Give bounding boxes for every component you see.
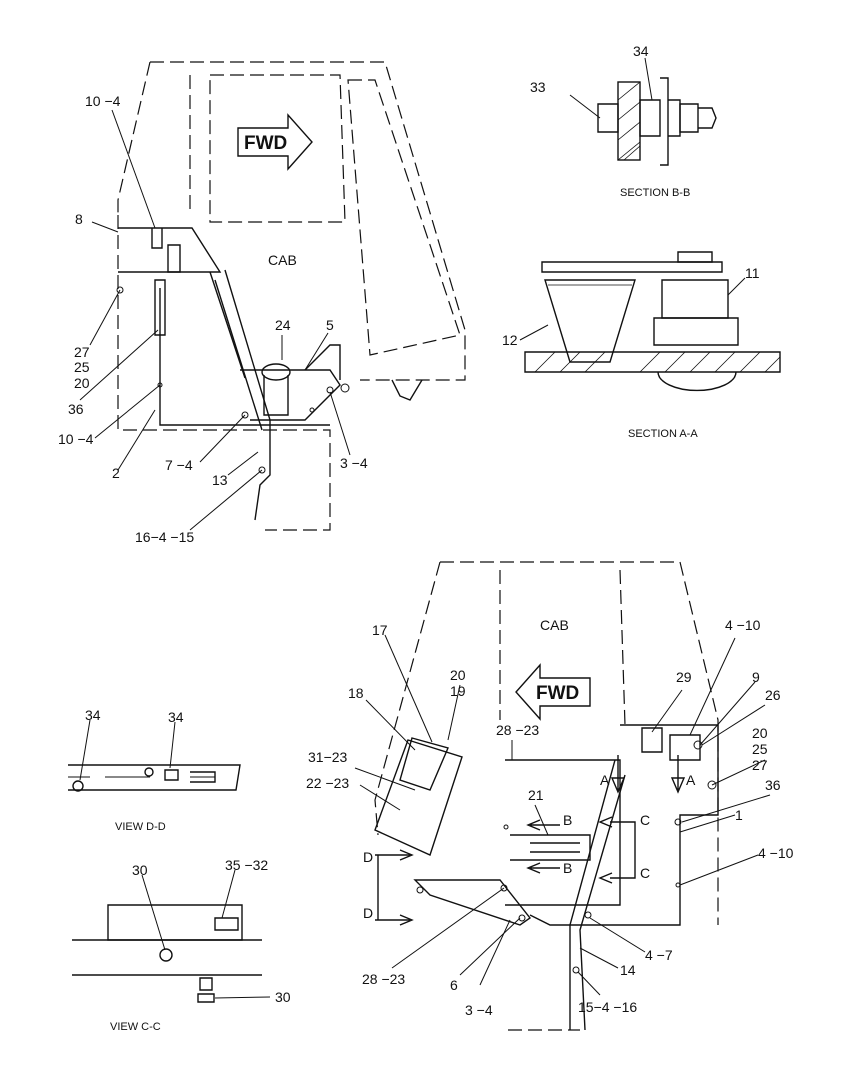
- callout: 8: [75, 211, 83, 227]
- section-mark-d: D: [363, 905, 373, 921]
- view-dd-detail: 34 34 VIEW D-D: [68, 707, 241, 833]
- section-mark-a: A: [600, 772, 610, 788]
- callout: 5: [326, 317, 334, 333]
- callout: 34: [168, 709, 184, 725]
- callout: 3 −4: [340, 455, 368, 471]
- callout: 26: [765, 687, 781, 703]
- callout: 1: [735, 807, 743, 823]
- callout: 10 −4: [85, 93, 121, 109]
- section-mark-d: D: [363, 849, 373, 865]
- callout: 36: [68, 401, 84, 417]
- callout: 30: [132, 862, 148, 878]
- section-mark-c: C: [640, 865, 650, 881]
- caption-section-bb: SECTION B-B: [620, 187, 690, 199]
- callout: 34: [85, 707, 101, 723]
- callout: 7 −4: [165, 457, 193, 473]
- callout: 27: [752, 757, 768, 773]
- callout: 15−4 −16: [578, 999, 637, 1015]
- lower-cab-view: FWD CAB: [354, 561, 771, 1031]
- section-marks: A A B B C C D D: [363, 772, 696, 921]
- fwd-label-upper: FWD: [244, 133, 287, 154]
- callout: 33: [530, 79, 546, 95]
- view-cc-detail: 30 35 −32 30 VIEW C-C: [72, 857, 291, 1033]
- caption-section-aa: SECTION A-A: [628, 428, 698, 440]
- callout: 14: [620, 962, 636, 978]
- upper-callouts: 10 −4 8 27 25 20 36 10 −4 2 7 −4 13 16−4…: [58, 93, 368, 545]
- callout: 28 −23: [362, 971, 405, 987]
- section-mark-b: B: [563, 812, 572, 828]
- callout: 19: [450, 683, 466, 699]
- callout: 20: [752, 725, 768, 741]
- callout: 25: [752, 741, 768, 757]
- callout: 17: [372, 622, 388, 638]
- section-bb-detail: 33 34 SECTION B-B: [530, 43, 717, 199]
- callout: 21: [528, 787, 544, 803]
- callout: 20: [74, 375, 90, 391]
- callout: 2: [112, 465, 120, 481]
- callout: 11: [745, 265, 760, 281]
- callout: 36: [765, 777, 781, 793]
- lower-callouts: 17 20 19 18 31−23 22 −23 28 −23 29 4 −10…: [306, 617, 794, 1018]
- callout: 28 −23: [496, 722, 539, 738]
- callout: 29: [676, 669, 692, 685]
- callout: 3 −4: [465, 1002, 493, 1018]
- upper-cab-view: FWD CAB: [79, 61, 466, 531]
- callout: 6: [450, 977, 458, 993]
- caption-view-cc: VIEW C-C: [110, 1021, 161, 1033]
- section-aa-detail: 11 12 SECTION A-A: [502, 251, 781, 440]
- cab-label-lower: CAB: [540, 617, 569, 633]
- callout: 13: [212, 472, 228, 488]
- callout: 4 −10: [758, 845, 794, 861]
- cab-label-upper: CAB: [268, 252, 297, 268]
- callout: 34: [633, 43, 649, 59]
- fwd-label-lower: FWD: [536, 683, 579, 704]
- callout: 35 −32: [225, 857, 268, 873]
- section-mark-c: C: [640, 812, 650, 828]
- callout: 20: [450, 667, 466, 683]
- callout: 24: [275, 317, 291, 333]
- callout: 27: [74, 344, 90, 360]
- section-mark-b: B: [563, 860, 572, 876]
- callout: 4 −10: [725, 617, 761, 633]
- callout: 25: [74, 359, 90, 375]
- callout: 4 −7: [645, 947, 673, 963]
- callout: 22 −23: [306, 775, 349, 791]
- callout: 10 −4: [58, 431, 94, 447]
- callout: 31−23: [308, 749, 348, 765]
- callout: 12: [502, 332, 518, 348]
- section-mark-a: A: [686, 772, 696, 788]
- callout: 9: [752, 669, 760, 685]
- caption-view-dd: VIEW D-D: [115, 821, 166, 833]
- callout: 18: [348, 685, 364, 701]
- callout: 30: [275, 989, 291, 1005]
- callout: 16−4 −15: [135, 529, 194, 545]
